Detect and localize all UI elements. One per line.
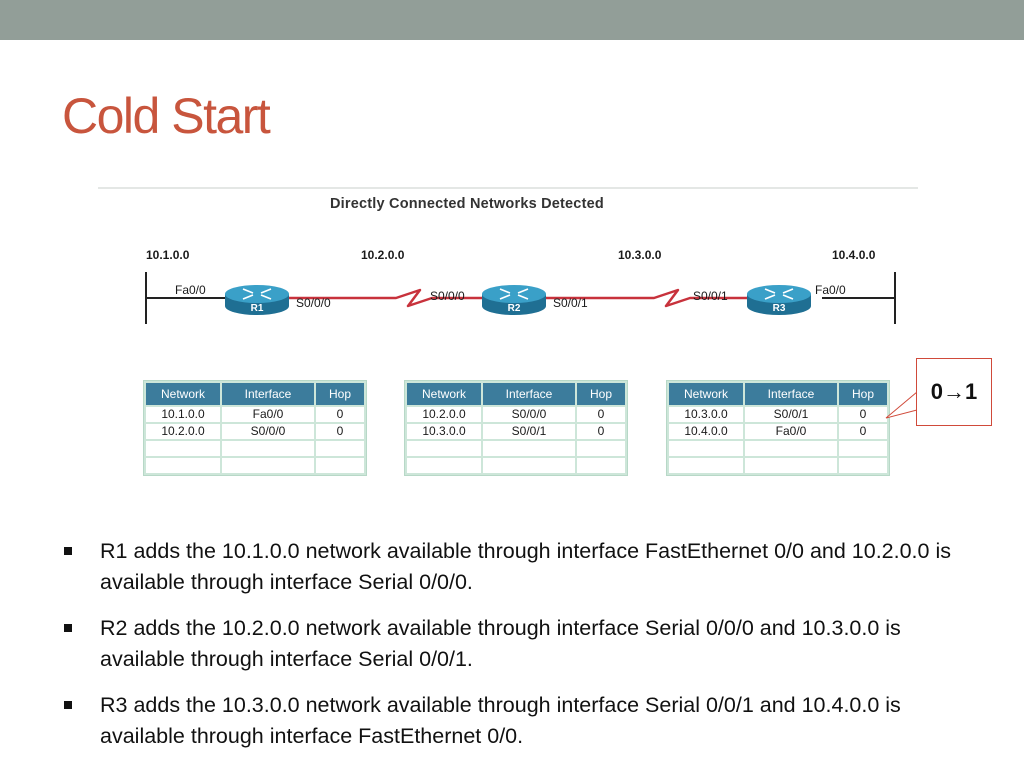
router-icon (482, 285, 546, 315)
square-bullet-icon (64, 701, 72, 709)
routing-table-r1: Network Interface Hop 10.1.0.0 Fa0/0 0 1… (143, 380, 367, 476)
table-row: 10.2.0.0 S0/0/0 0 (407, 407, 625, 422)
empty-row (146, 458, 364, 473)
serial-link-r2-r3 (546, 288, 748, 308)
column-header-interface: Interface (483, 383, 575, 405)
r1-right-interface: S0/0/0 (296, 296, 331, 310)
column-header-hop: Hop (577, 383, 625, 405)
bullet-text: R2 adds the 10.2.0.0 network available t… (100, 616, 901, 671)
slide-title: Cold Start (62, 88, 271, 144)
cell-hop: 0 (839, 424, 887, 439)
cell-network: 10.3.0.0 (407, 424, 481, 439)
cell-interface: S0/0/0 (483, 407, 575, 422)
r3-left-interface: S0/0/1 (693, 289, 728, 303)
figure-title: Directly Connected Networks Detected (330, 196, 604, 212)
table-row: 10.4.0.0 Fa0/0 0 (669, 424, 887, 439)
network-label-2: 10.2.0.0 (361, 248, 405, 262)
cell-interface: Fa0/0 (222, 407, 314, 422)
bullet-text: R1 adds the 10.1.0.0 network available t… (100, 539, 951, 594)
network-label-1: 10.1.0.0 (146, 248, 190, 262)
routing-table-r2: Network Interface Hop 10.2.0.0 S0/0/0 0 … (404, 380, 628, 476)
cell-network: 10.3.0.0 (669, 407, 743, 422)
column-header-hop: Hop (839, 383, 887, 405)
callout-to: 1 (965, 379, 978, 404)
table-row: 10.3.0.0 S0/0/1 0 (669, 407, 887, 422)
square-bullet-icon (64, 624, 72, 632)
square-bullet-icon (64, 547, 72, 555)
column-header-interface: Interface (745, 383, 837, 405)
column-header-interface: Interface (222, 383, 314, 405)
empty-row (407, 458, 625, 473)
empty-row (669, 458, 887, 473)
right-arrow-icon: → (943, 379, 965, 404)
cell-interface: Fa0/0 (745, 424, 837, 439)
column-header-hop: Hop (316, 383, 364, 405)
r1-left-interface: Fa0/0 (175, 283, 206, 297)
top-accent-bar (0, 0, 1024, 40)
serial-link-r1-r2 (288, 288, 483, 308)
cell-hop: 0 (577, 424, 625, 439)
router-name-r3: R3 (773, 303, 786, 314)
cell-interface: S0/0/1 (745, 407, 837, 422)
figure-divider (98, 187, 918, 189)
router-name-r1: R1 (251, 303, 264, 314)
r2-left-interface: S0/0/0 (430, 289, 465, 303)
cell-interface: S0/0/1 (483, 424, 575, 439)
callout-from: 0 (930, 379, 943, 404)
column-header-network: Network (146, 383, 220, 405)
hop-change-callout: 0→1 (916, 358, 992, 426)
network-topology: R1 R2 R3 (145, 272, 896, 324)
cell-network: 10.2.0.0 (407, 407, 481, 422)
column-header-network: Network (669, 383, 743, 405)
router-icon (225, 285, 289, 315)
routing-table-r3: Network Interface Hop 10.3.0.0 S0/0/1 0 … (666, 380, 890, 476)
cell-network: 10.1.0.0 (146, 407, 220, 422)
cell-hop: 0 (839, 407, 887, 422)
cell-interface: S0/0/0 (222, 424, 314, 439)
table-row: 10.3.0.0 S0/0/1 0 (407, 424, 625, 439)
cell-network: 10.2.0.0 (146, 424, 220, 439)
table-row: 10.2.0.0 S0/0/0 0 (146, 424, 364, 439)
router-icon (747, 285, 811, 315)
list-item: R2 adds the 10.2.0.0 network available t… (60, 613, 960, 675)
empty-row (669, 441, 887, 456)
list-item: R1 adds the 10.1.0.0 network available t… (60, 536, 960, 598)
r2-right-interface: S0/0/1 (553, 296, 588, 310)
network-label-3: 10.3.0.0 (618, 248, 662, 262)
cell-hop: 0 (316, 424, 364, 439)
cell-hop: 0 (316, 407, 364, 422)
cell-network: 10.4.0.0 (669, 424, 743, 439)
network-label-4: 10.4.0.0 (832, 248, 876, 262)
r3-right-interface: Fa0/0 (815, 283, 846, 297)
callout-pointer (885, 390, 918, 419)
list-item: R3 adds the 10.3.0.0 network available t… (60, 690, 960, 752)
table-row: 10.1.0.0 Fa0/0 0 (146, 407, 364, 422)
empty-row (146, 441, 364, 456)
bullet-list: R1 adds the 10.1.0.0 network available t… (60, 536, 960, 767)
router-name-r2: R2 (508, 303, 521, 314)
empty-row (407, 441, 625, 456)
bullet-text: R3 adds the 10.3.0.0 network available t… (100, 693, 901, 748)
column-header-network: Network (407, 383, 481, 405)
cell-hop: 0 (577, 407, 625, 422)
